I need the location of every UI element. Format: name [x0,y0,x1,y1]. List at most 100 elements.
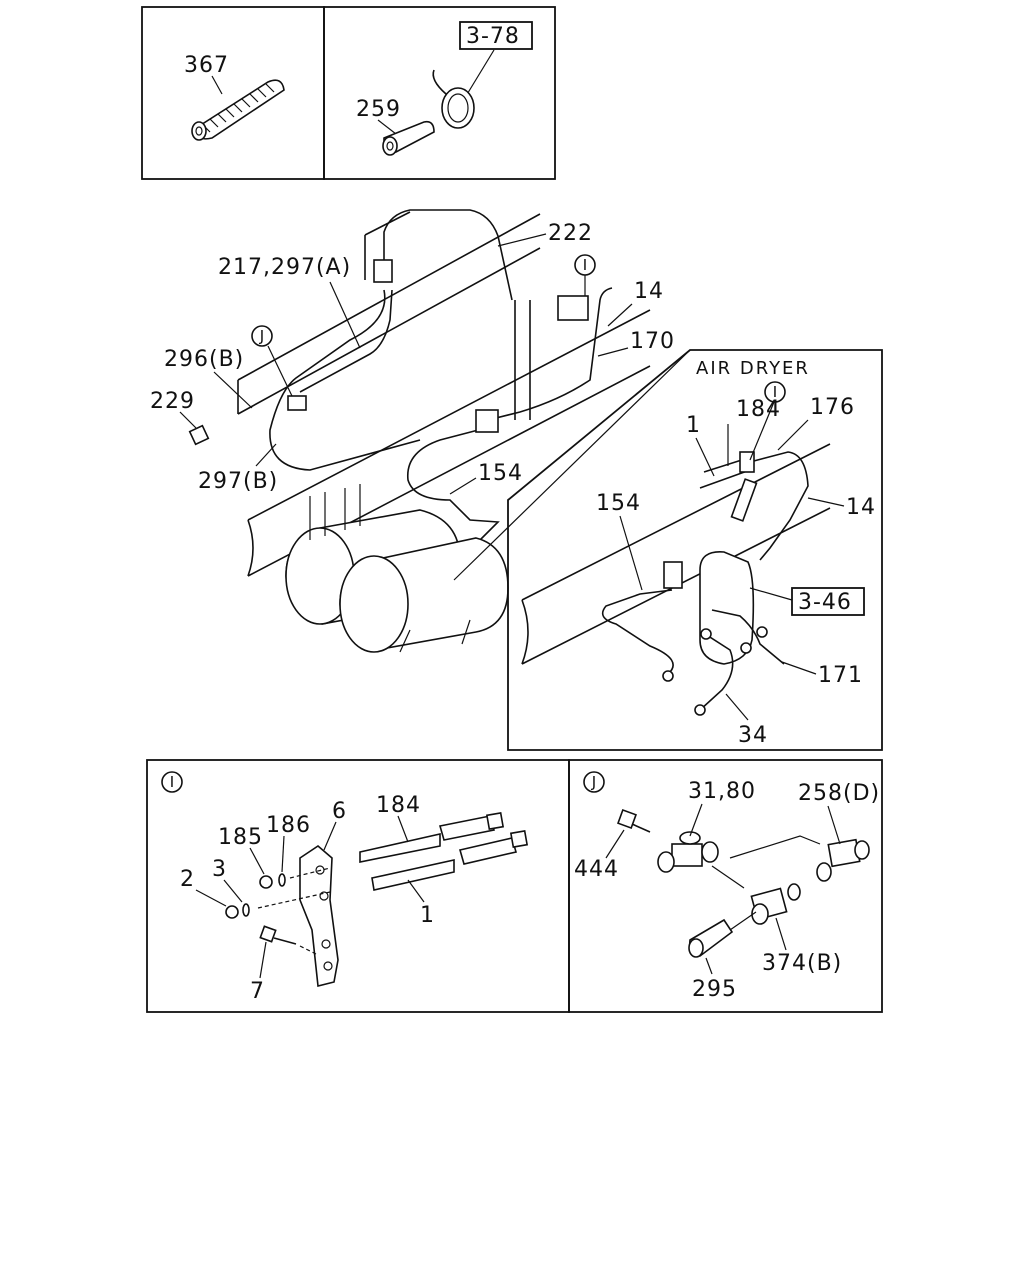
nut-185 [259,875,273,889]
pipe-170 [487,287,613,421]
leader-line [497,233,547,247]
callout-296b: 296(B) [164,347,244,372]
air-tanks [285,484,509,653]
nut [662,670,674,682]
ref-box-3-46 [791,587,865,616]
nut [694,704,706,716]
assembly-line [711,835,821,931]
pipe-34 [699,631,734,711]
leader-line [397,815,409,843]
bracket-6 [299,844,339,987]
callout-170: 170 [630,329,675,354]
ref-3-78: 3-78 [466,24,520,49]
air-dryer-unit [663,551,755,665]
leader-line [211,75,223,95]
leader-line [749,587,793,601]
callout-297b: 297(B) [198,469,278,494]
leader-line [807,497,845,507]
panel-frame [323,6,556,180]
air-dryer-title: AIR DRYER [696,358,810,379]
bolt-hole [315,865,325,875]
callout-259: 259 [356,97,401,122]
leader-line [689,803,703,837]
main-assembly: 222 217,297(A) 14 170 296(B) 229 297(B) … [150,209,675,653]
panel-air-dryer: AIR DRYER I 3-46 184 1 176 [453,349,883,751]
ref-3-46: 3-46 [798,590,852,615]
leader-line [249,847,265,875]
bracket [557,295,589,321]
panel-detail-j: J 31,80 [568,759,883,1013]
callout-1: 1 [420,903,435,928]
plug-229 [188,424,210,446]
fitting [739,451,755,473]
leader-line [781,661,817,675]
leader-line [195,889,227,907]
washer-3 [242,903,250,917]
bracket [730,478,758,522]
leader-line [407,879,425,903]
leader-line [449,477,477,495]
leader-line [605,829,625,859]
panel-top-right: 3-78 259 [323,6,556,180]
callout-186: 186 [266,813,311,838]
callout-1: 1 [686,413,701,438]
pipe-217 [299,289,393,393]
leader-line [259,941,267,979]
leader-line [777,419,809,451]
panel-detail-i: I 6 184 185 1 [146,759,570,1013]
leader-line [329,281,361,349]
leader-line [597,347,629,357]
corrugated-hose-part [191,79,285,141]
tee-374b [750,883,801,925]
callout-2: 2 [180,867,195,892]
detail-marker-i-label: I [773,383,777,401]
callout-374b: 374(B) [762,951,842,976]
callout-367: 367 [184,53,229,78]
cross-fitting [657,831,719,873]
elbow-258d [816,838,870,882]
upper-frame-rail [237,213,541,415]
assembly-line [257,867,331,955]
ref-box-3-78 [459,21,533,50]
panel-frame [141,6,325,180]
leader-line [607,303,633,327]
callout-154: 154 [596,491,641,516]
callout-258d: 258(D) [798,781,880,806]
panel-frame [507,349,883,751]
callout-295: 295 [692,977,737,1002]
callout-217-297a: 217,297(A) [218,255,351,280]
callout-3: 3 [212,857,227,882]
callout-154: 154 [478,461,523,486]
leader-line [179,411,197,429]
callout-444: 444 [574,857,619,882]
callout-14: 14 [846,495,876,520]
leader-line [695,437,715,477]
pipe-222 [383,209,513,301]
callout-176: 176 [810,395,855,420]
callout-185: 185 [218,825,263,850]
detail-marker-i-label: I [170,773,174,791]
valve-295 [688,918,734,958]
callout-184: 184 [736,397,781,422]
leader-line [377,119,397,135]
hose-184 [359,811,505,863]
bolt-hole [319,891,329,901]
leader-line [267,345,293,397]
leader-line [827,805,841,845]
pipe-154 [407,427,500,541]
nut-2 [225,905,239,919]
leader-line [213,371,253,409]
sleeve-part [382,120,435,156]
fitting [475,409,499,433]
leader-line [281,835,285,873]
fitting [373,259,393,283]
leader-line [619,515,643,591]
leader-line [255,443,277,467]
detail-marker-i [764,381,786,403]
hose-1 [371,829,529,891]
pipe-154 [601,589,674,675]
leader-line [465,49,495,97]
leader-line [725,693,749,721]
leader-line [323,821,337,851]
